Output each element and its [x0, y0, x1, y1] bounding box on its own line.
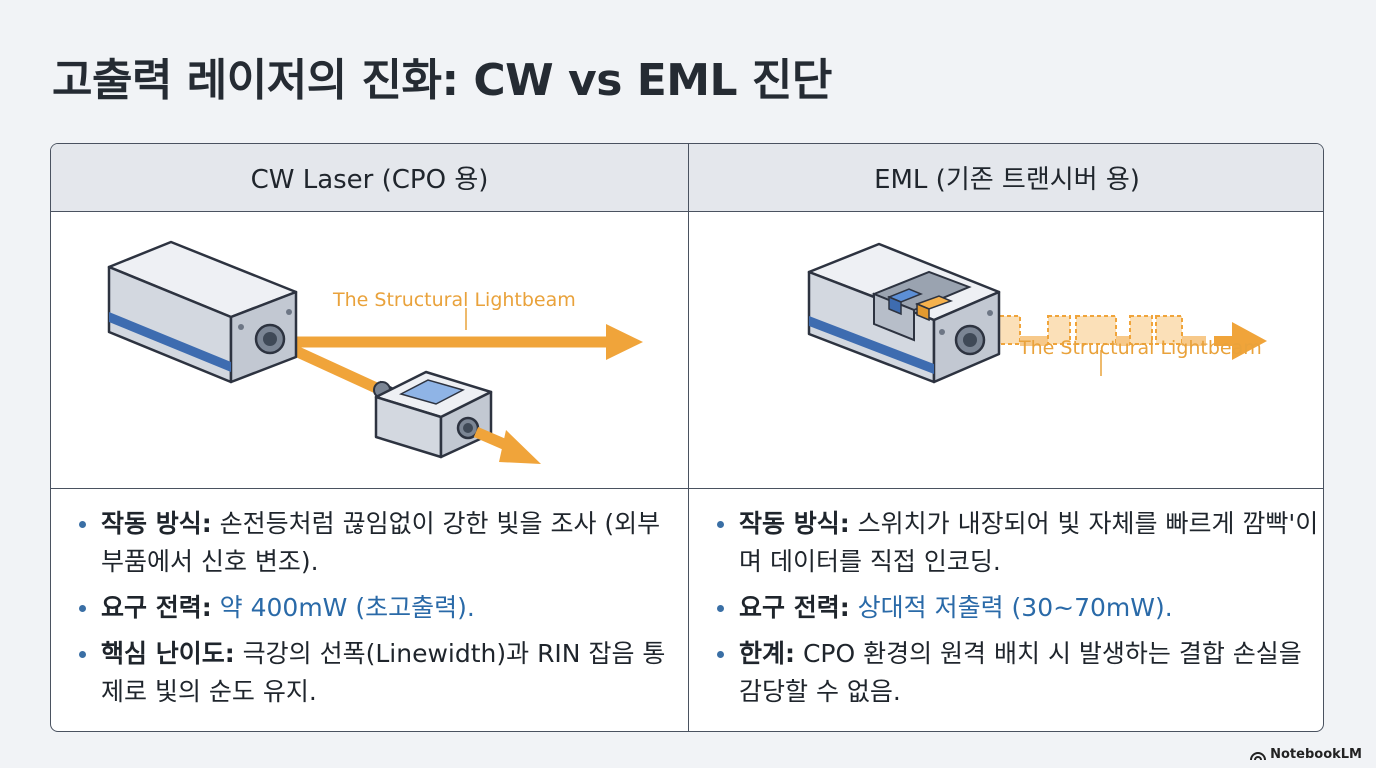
list-item: 작동 방식: 스위치가 내장되어 빛 자체를 빠르게 깜빡'이며 데이터를 직접… [717, 505, 1323, 581]
list-item: 핵심 난이도: 극강의 선폭(Linewidth)과 RIN 잡음 통제로 빛의… [79, 635, 688, 711]
cw-laser-details: 작동 방식: 손전등처럼 끊임없이 강한 빛을 조사 (외부 부품에서 신호 변… [51, 488, 688, 731]
eml-illustration: The Structural Lightbeam [689, 212, 1323, 488]
laser-module-icon [107, 240, 298, 384]
bullet-dot-icon [79, 605, 86, 612]
notebooklm-logo-icon [1250, 751, 1267, 760]
beam-label: The Structural Lightbeam [1018, 337, 1262, 359]
bullet-dot-icon [79, 651, 86, 658]
cw-laser-column: CW Laser (CPO 용) The Structural Lightbea… [51, 144, 688, 731]
bullet-dot-icon [717, 521, 724, 528]
pulse-beam-icon [972, 315, 1267, 360]
list-item: 작동 방식: 손전등처럼 끊임없이 강한 빛을 조사 (외부 부품에서 신호 변… [79, 505, 688, 581]
beam-arrow-icon [281, 324, 643, 360]
eml-header: EML (기존 트랜시버 용) [689, 144, 1323, 212]
cw-laser-header: CW Laser (CPO 용) [51, 144, 688, 212]
bullet-dot-icon [79, 521, 86, 528]
list-item: 요구 전력: 약 400mW (초고출력). [79, 589, 688, 627]
laser-module-icon [807, 242, 1001, 384]
beam-label: The Structural Lightbeam [332, 289, 576, 311]
brand-watermark: NotebookLM [1250, 747, 1362, 762]
modulator-module-icon [373, 370, 493, 459]
eml-column: EML (기존 트랜시버 용) The Str [688, 144, 1323, 731]
bullet-dot-icon [717, 605, 724, 612]
list-item: 요구 전력: 상대적 저출력 (30~70mW). [717, 589, 1323, 627]
bullet-dot-icon [717, 651, 724, 658]
cw-laser-illustration: The Structural Lightbeam [51, 212, 688, 488]
eml-details: 작동 방식: 스위치가 내장되어 빛 자체를 빠르게 깜빡'이며 데이터를 직접… [689, 488, 1323, 731]
list-item: 한계: CPO 환경의 원격 배치 시 발생하는 결합 손실을 감당할 수 없음… [717, 635, 1323, 711]
page-title: 고출력 레이저의 진화: CW vs EML 진단 [52, 55, 832, 106]
comparison-table: CW Laser (CPO 용) The Structural Lightbea… [50, 143, 1324, 732]
